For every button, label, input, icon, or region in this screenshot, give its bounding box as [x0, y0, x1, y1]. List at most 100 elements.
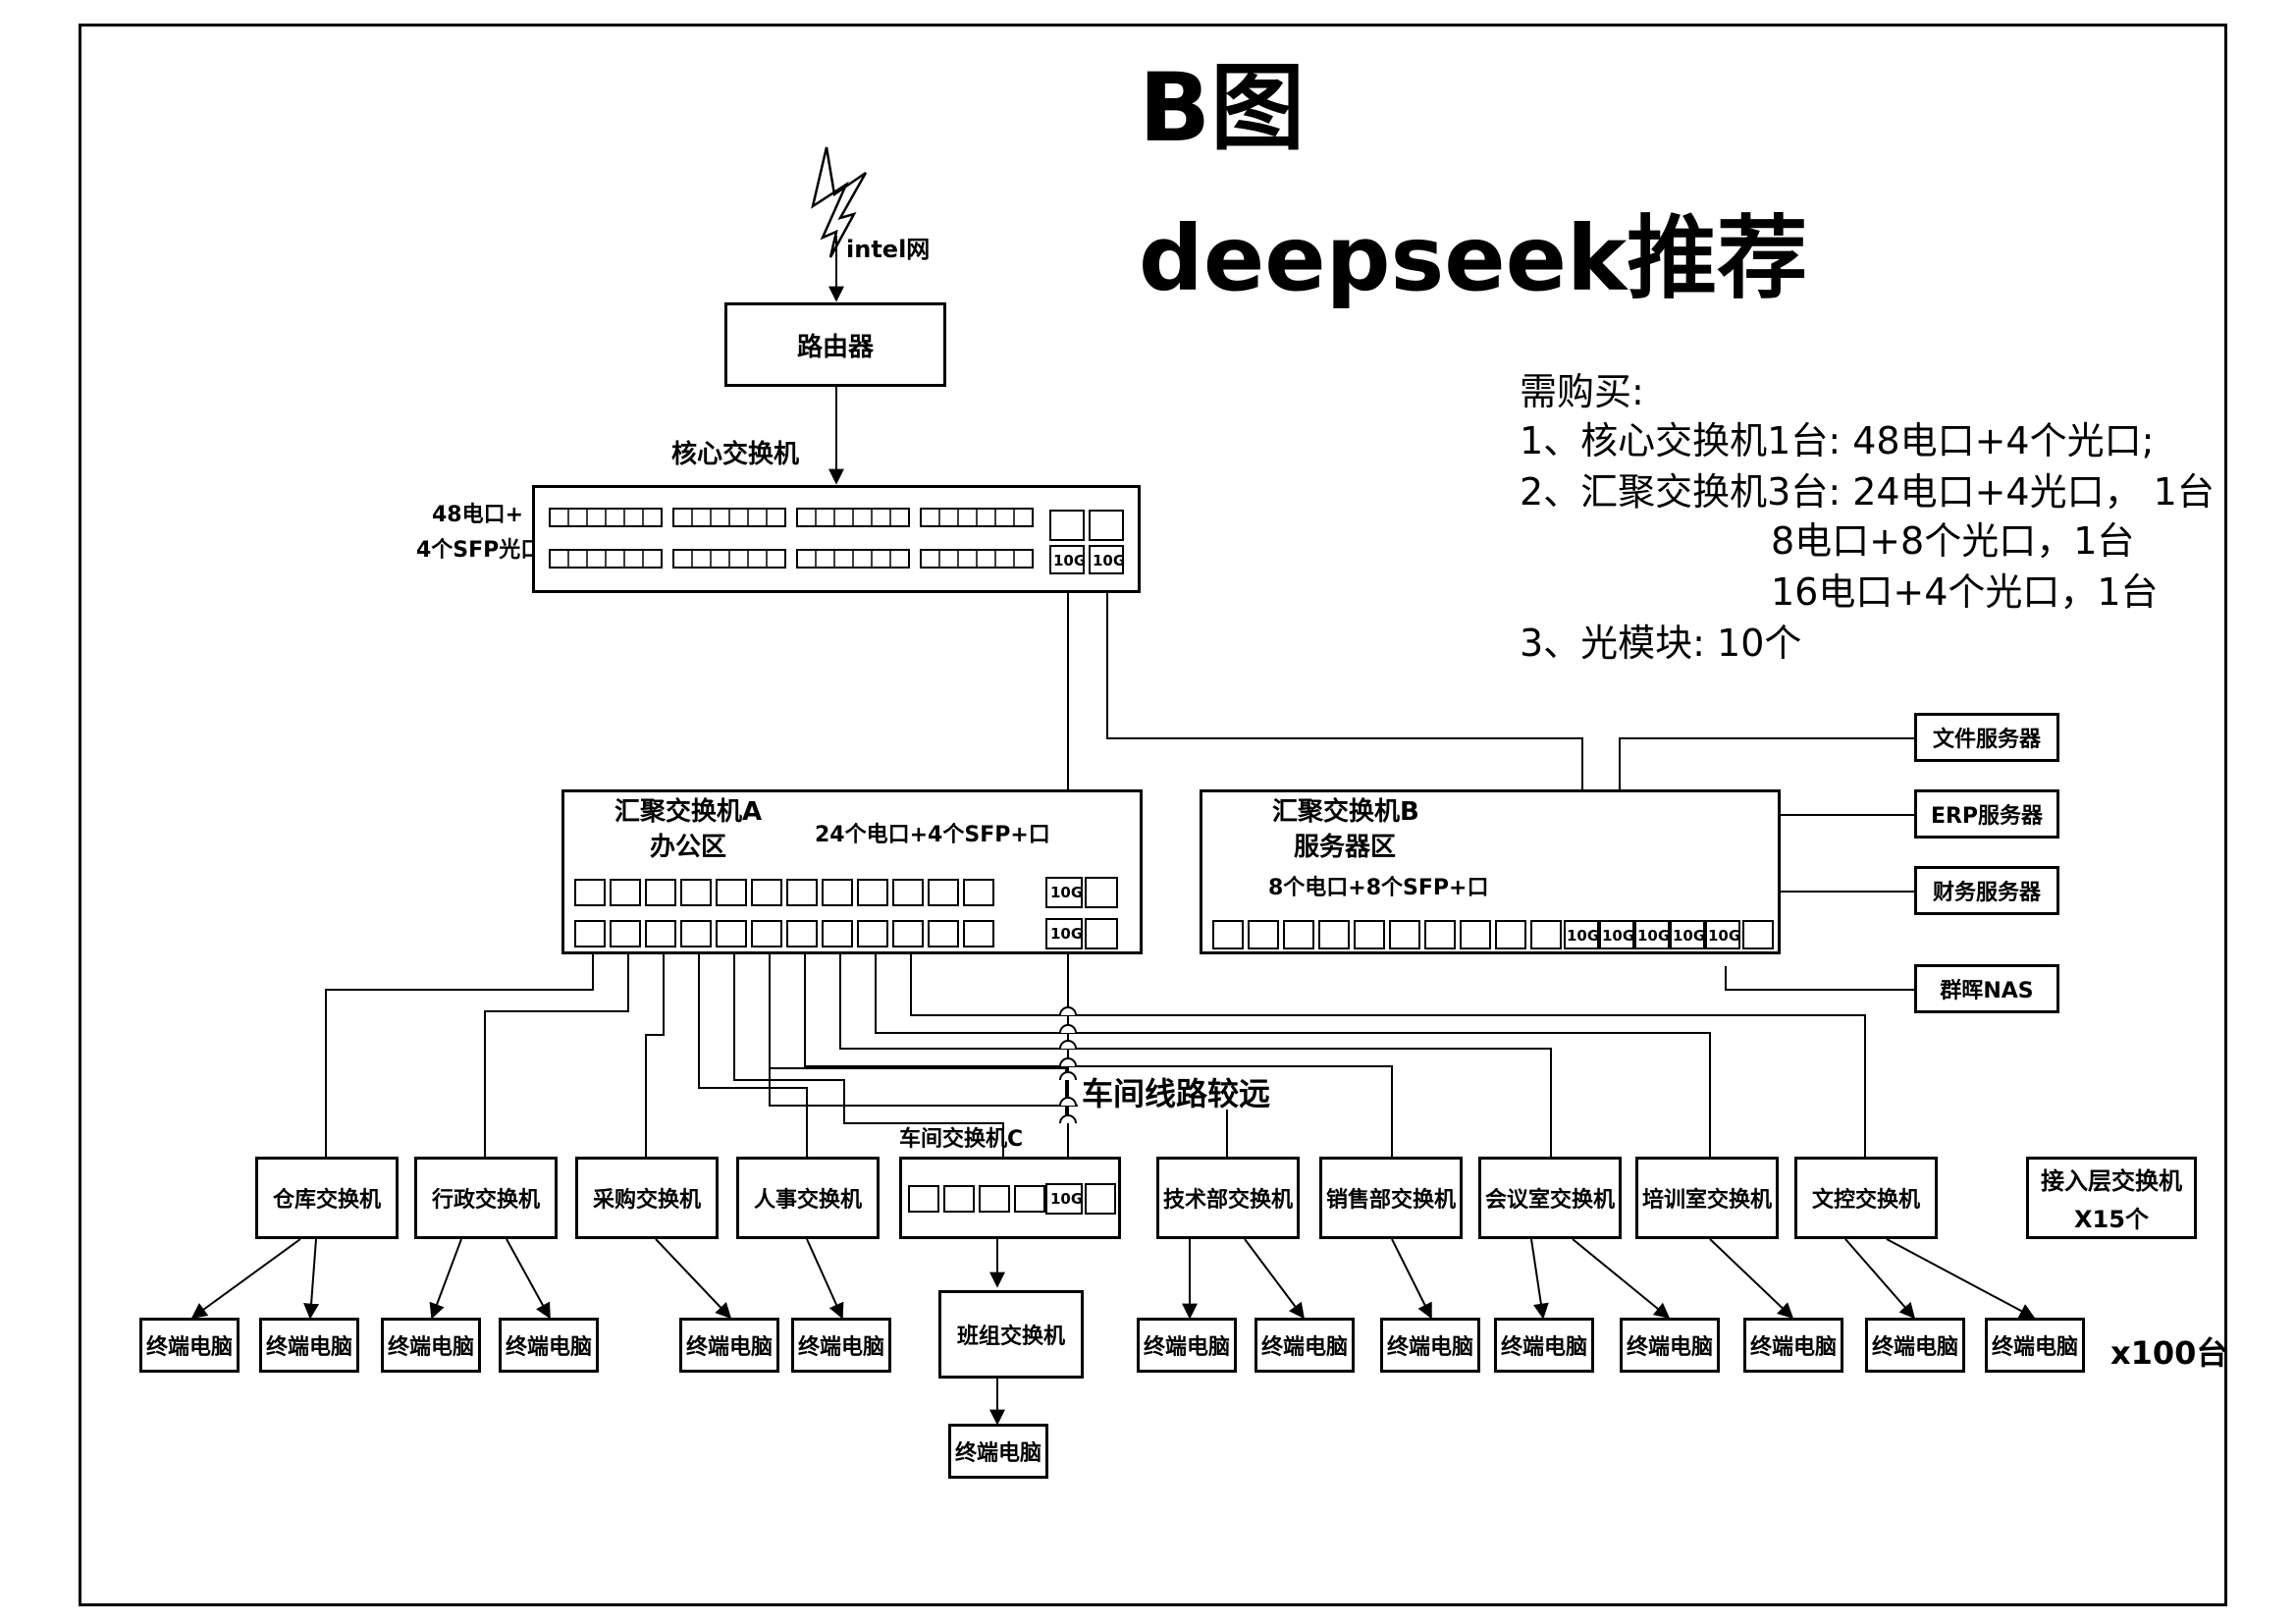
core-spec-1: 48电口+: [432, 503, 524, 527]
terminal-pc: 终端电脑: [1380, 1318, 1480, 1373]
terminal-pc: 终端电脑: [499, 1318, 599, 1373]
purchase-line-5: 3、光模块: 10个: [1520, 622, 1802, 665]
purchase-line-1: 1、核心交换机1台: 48电口+4个光口;: [1520, 419, 2155, 462]
server-finance-label: 财务服务器: [1932, 881, 2041, 905]
access-switch-admin: 行政交换机: [414, 1157, 558, 1239]
terminal-label: 终端电脑: [1386, 1335, 1473, 1360]
server-file-label: 文件服务器: [1932, 728, 2041, 752]
lightning-icon: [811, 146, 868, 258]
terminal-label: 终端电脑: [265, 1335, 352, 1360]
server-erp: ERP服务器: [1914, 789, 2059, 839]
terminal-count: x100台: [2110, 1334, 2228, 1372]
access-switch-label: 采购交换机: [592, 1188, 701, 1213]
router-label: 路由器: [796, 332, 874, 362]
workshop-note: 车间线路较远: [1078, 1078, 1275, 1110]
agg-b-port-10g-3: 10G: [1637, 927, 1671, 945]
title-sub: deepseek推荐: [1139, 206, 1808, 311]
terminal-pc: 终端电脑: [1494, 1318, 1594, 1373]
access-switch-warehouse: 仓库交换机: [255, 1157, 399, 1239]
terminal-pc: 终端电脑: [1985, 1318, 2085, 1373]
terminal-label: 终端电脑: [1749, 1335, 1837, 1360]
agg-b-port-10g-1: 10G: [1567, 927, 1600, 945]
server-file: 文件服务器: [1914, 713, 2059, 762]
access-switch-label: 文控交换机: [1811, 1188, 1920, 1213]
access-summary-box: 接入层交换机 X15个: [2026, 1157, 2197, 1239]
server-finance: 财务服务器: [1914, 866, 2059, 915]
core-switch-box: [532, 485, 1141, 593]
purchase-line-3: 8电口+8个光口，1台: [1771, 519, 2135, 563]
agg-b-spec: 8个电口+8个SFP+口: [1268, 876, 1489, 900]
terminal-label: 终端电脑: [1143, 1335, 1230, 1360]
terminal-pc: 终端电脑: [259, 1318, 359, 1373]
terminal-label: 终端电脑: [1871, 1335, 1958, 1360]
core-port-10g-1: 10G: [1053, 552, 1087, 569]
terminal-pc: 终端电脑: [679, 1318, 779, 1373]
terminal-label: 终端电脑: [505, 1335, 592, 1360]
internet-label: intel网: [846, 236, 931, 263]
terminal-label: 终端电脑: [797, 1335, 884, 1360]
core-port-10g-2: 10G: [1093, 552, 1126, 569]
agg-a-area: 办公区: [650, 833, 727, 862]
agg-b-port-10g-2: 10G: [1602, 927, 1635, 945]
terminal-label: 终端电脑: [145, 1335, 233, 1360]
terminal-pc: 终端电脑: [381, 1318, 481, 1373]
access-switch-label: 行政交换机: [431, 1188, 540, 1213]
core-switch-label: 核心交换机: [671, 440, 800, 469]
access-switch-label: 仓库交换机: [272, 1188, 381, 1213]
agg-b-port-10g-4: 10G: [1673, 927, 1706, 945]
server-nas: 群晖NAS: [1914, 964, 2059, 1013]
workshop-switch-label: 车间交换机C: [899, 1127, 1024, 1152]
access-switch-label: 会议室交换机: [1484, 1188, 1615, 1213]
router-box: 路由器: [724, 302, 946, 387]
agg-a-port-10g-2: 10G: [1050, 925, 1084, 943]
terminal-pc: 终端电脑: [1743, 1318, 1843, 1373]
terminal-pc: 终端电脑: [948, 1424, 1048, 1479]
terminal-label: 终端电脑: [387, 1335, 474, 1360]
workshop-port-10g: 10G: [1050, 1190, 1084, 1208]
title-main: B图: [1139, 53, 1306, 163]
access-summary-line-2: X15个: [2074, 1206, 2149, 1233]
agg-b-port-10g-5: 10G: [1708, 927, 1741, 945]
access-switch-label: 技术部交换机: [1162, 1188, 1293, 1213]
agg-b-name: 汇聚交换机B: [1272, 797, 1419, 827]
terminal-pc: 终端电脑: [1137, 1318, 1237, 1373]
terminal-label: 终端电脑: [1626, 1335, 1713, 1360]
access-switch-hr: 人事交换机: [736, 1157, 880, 1239]
terminal-pc: 终端电脑: [139, 1318, 240, 1373]
access-switch-meeting: 会议室交换机: [1478, 1157, 1622, 1239]
terminal-pc: 终端电脑: [791, 1318, 891, 1373]
access-summary-line-1: 接入层交换机: [2041, 1167, 2182, 1195]
access-switch-training: 培训室交换机: [1635, 1157, 1779, 1239]
agg-a-port-10g-1: 10G: [1050, 884, 1084, 901]
access-switch-purchasing: 采购交换机: [575, 1157, 719, 1239]
agg-a-spec: 24个电口+4个SFP+口: [815, 823, 1050, 847]
terminal-pc: 终端电脑: [1865, 1318, 1965, 1373]
purchase-line-2: 2、汇聚交换机3台: 24电口+4光口， 1台: [1520, 470, 2215, 514]
purchase-heading: 需购买:: [1520, 370, 1644, 413]
purchase-line-4: 16电口+4个光口，1台: [1771, 570, 2159, 614]
access-switch-label: 培训室交换机: [1641, 1188, 1772, 1213]
core-spec-2: 4个SFP光口: [416, 538, 543, 563]
terminal-label: 终端电脑: [954, 1441, 1041, 1466]
terminal-label: 终端电脑: [685, 1335, 773, 1360]
agg-b-area: 服务器区: [1294, 833, 1397, 862]
access-switch-sales: 销售部交换机: [1319, 1157, 1463, 1239]
access-switch-doc-control: 文控交换机: [1794, 1157, 1938, 1239]
agg-a-name: 汇聚交换机A: [614, 797, 763, 827]
access-switch-label: 人事交换机: [753, 1188, 862, 1213]
terminal-label: 终端电脑: [1500, 1335, 1587, 1360]
team-switch-label: 班组交换机: [956, 1325, 1065, 1349]
terminal-pc: 终端电脑: [1255, 1318, 1355, 1373]
access-switch-tech: 技术部交换机: [1156, 1157, 1300, 1239]
access-switch-label: 销售部交换机: [1325, 1188, 1456, 1213]
server-erp-label: ERP服务器: [1930, 804, 2044, 829]
team-switch-box: 班组交换机: [938, 1290, 1084, 1379]
drawing-frame: [79, 24, 2227, 1606]
terminal-pc: 终端电脑: [1620, 1318, 1720, 1373]
terminal-label: 终端电脑: [1260, 1335, 1348, 1360]
server-nas-label: 群晖NAS: [1940, 979, 2034, 1003]
